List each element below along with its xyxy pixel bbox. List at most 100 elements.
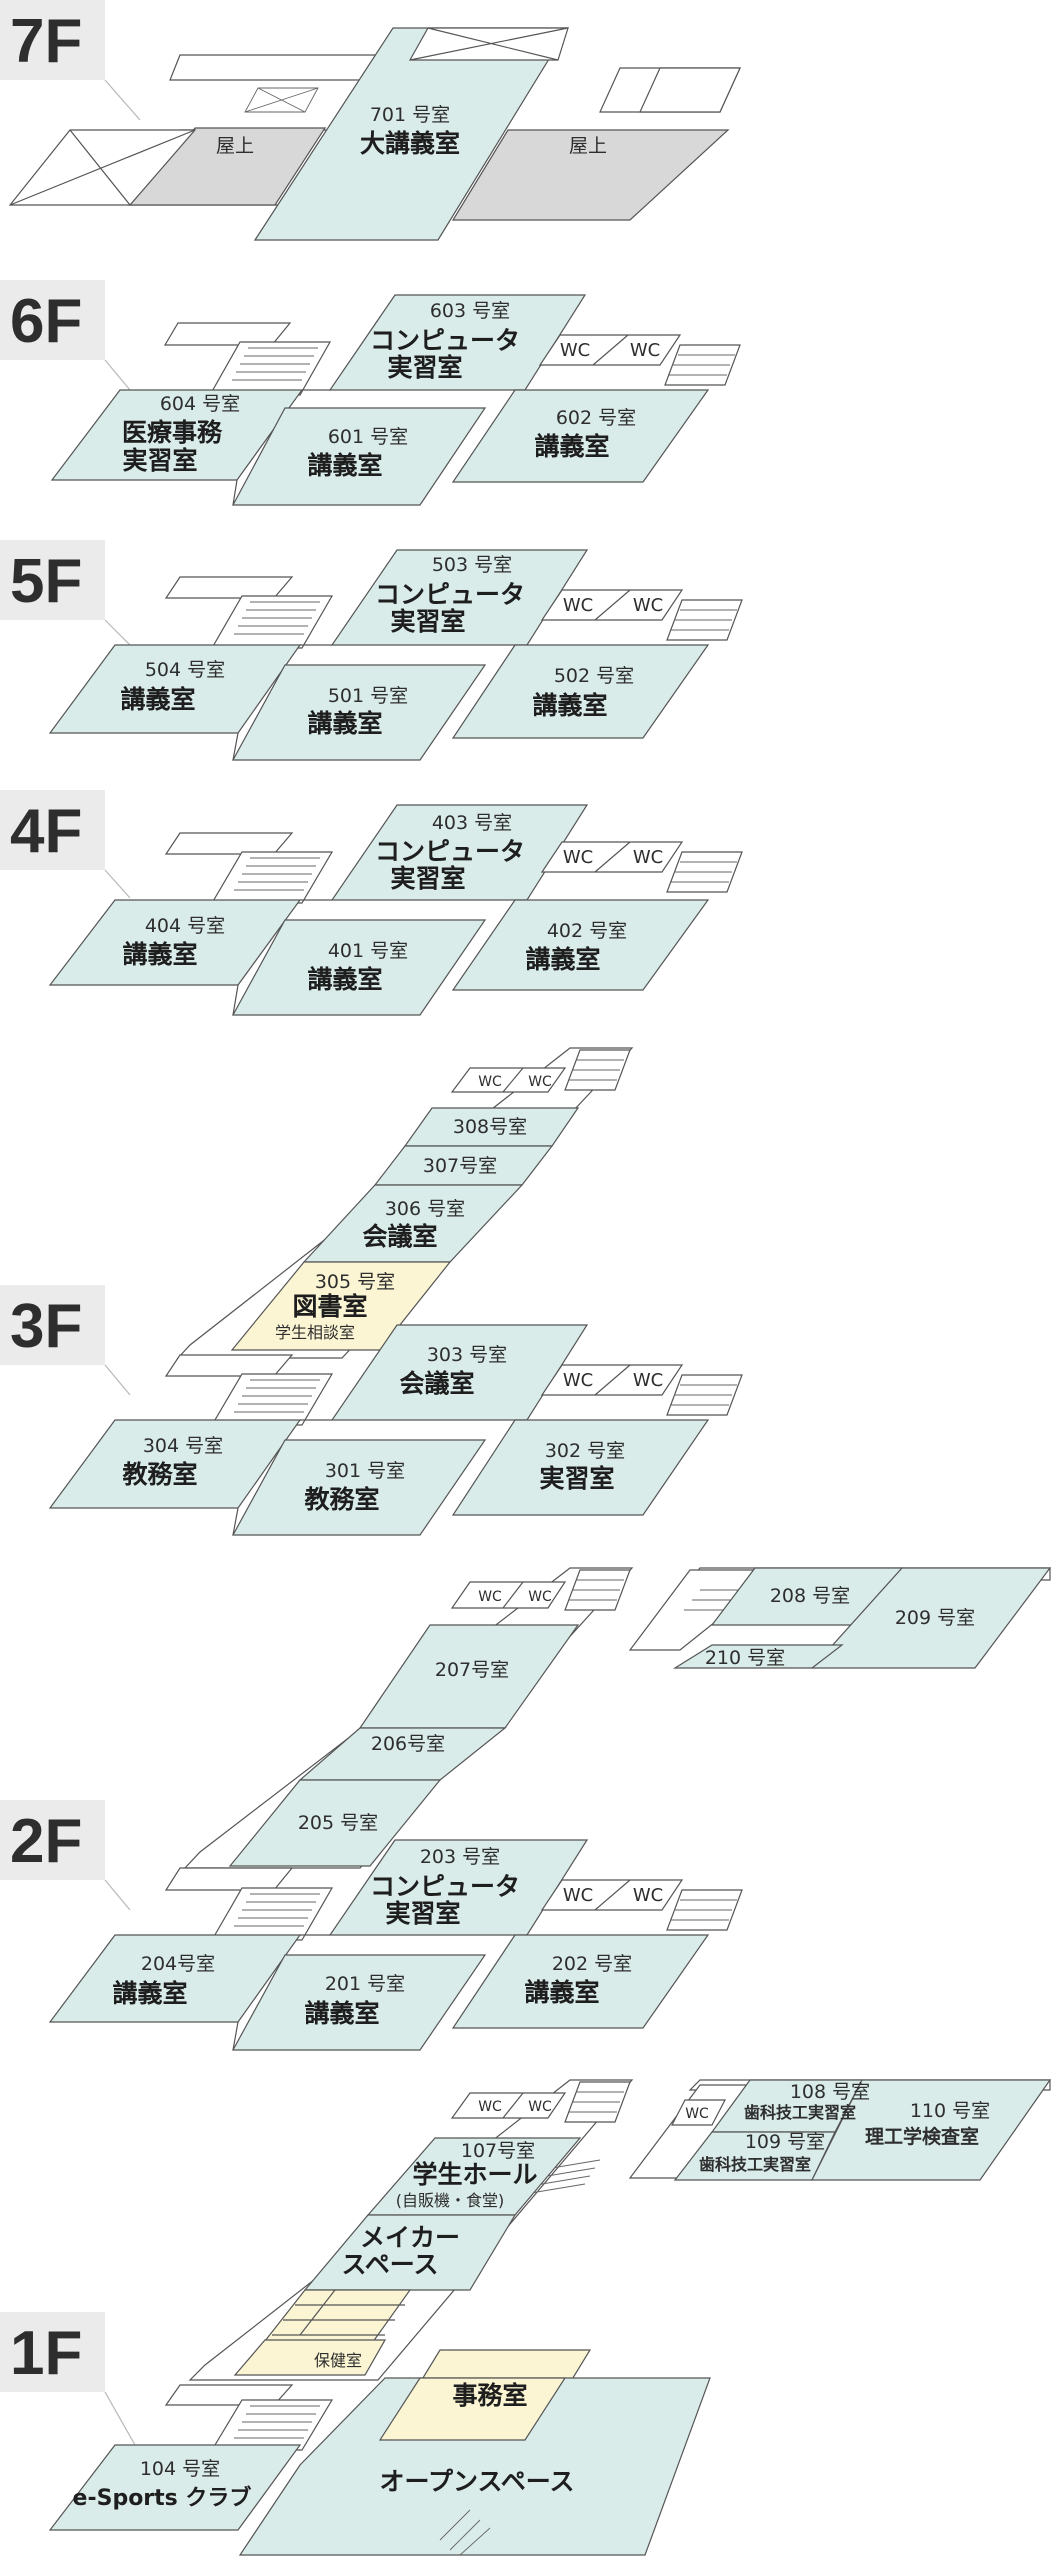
room-107-sub: (自販機・食堂) <box>396 2191 505 2210</box>
floor-label-1f: 1F <box>10 2319 82 2388</box>
room-205[interactable] <box>228 1779 442 1867</box>
stairs-3f-left-area <box>210 1373 334 1426</box>
room-210[interactable] <box>672 1644 844 1669</box>
room-502[interactable] <box>451 644 710 739</box>
floor-label-4f: 4F <box>10 797 82 866</box>
room-602[interactable] <box>451 389 710 483</box>
wc-3f-label-2: WC <box>633 1370 663 1391</box>
floor-tag-7f[interactable] <box>0 0 105 80</box>
floor-5f: 5F 503 号室 コンピュータ 実習室 WC WC 504 号室 講義室 50… <box>0 540 743 761</box>
room-401[interactable] <box>231 919 487 1016</box>
wc-1f-top-label-2: WC <box>528 2099 552 2115</box>
floor-4f: 4F 403 号室 コンピュータ 実習室 WC WC 404 号室 講義室 40… <box>0 790 743 1016</box>
room-201-number: 201 号室 <box>325 1973 405 1995</box>
room-104[interactable] <box>48 2444 302 2531</box>
room-301-number: 301 号室 <box>325 1460 405 1482</box>
room-206-number: 206号室 <box>371 1733 445 1755</box>
room-108-name: 歯科技工実習室 <box>744 2103 856 2122</box>
room-403-name-1: コンピュータ <box>375 837 525 866</box>
room-208-number: 208 号室 <box>770 1585 850 1607</box>
wc-2f-top-label-2: WC <box>528 1589 552 1605</box>
stairs-1f-left-area <box>210 2399 334 2451</box>
room-305-number: 305 号室 <box>315 1271 395 1293</box>
floor-tag-4f[interactable] <box>0 790 105 870</box>
room-302[interactable] <box>451 1419 710 1516</box>
room-602-number: 602 号室 <box>556 407 636 429</box>
wc-2f-top[interactable] <box>450 1581 567 1609</box>
wc-3f-top-label-1: WC <box>478 1074 502 1090</box>
room-501[interactable] <box>231 664 487 761</box>
room-203-number: 203 号室 <box>420 1846 500 1868</box>
room-503-number: 503 号室 <box>432 554 512 576</box>
office-top[interactable] <box>378 2377 567 2441</box>
room-601-number: 601 号室 <box>328 426 408 448</box>
room-603-number: 603 号室 <box>430 300 510 322</box>
room-601[interactable] <box>231 407 487 506</box>
open-space[interactable] <box>238 2377 711 2556</box>
room-404-number: 404 号室 <box>145 915 225 937</box>
room-204-name: 講義室 <box>112 1979 187 2008</box>
room-110[interactable] <box>811 2079 1051 2181</box>
floor-tag-5f[interactable] <box>0 540 105 620</box>
wc-2f-label-2: WC <box>633 1885 663 1906</box>
maker-space[interactable] <box>303 2214 517 2291</box>
room-501-number: 501 号室 <box>328 685 408 707</box>
stairs-6f-left-area <box>208 341 332 396</box>
room-402[interactable] <box>451 899 710 991</box>
room-202[interactable] <box>451 1934 710 2029</box>
room-209[interactable] <box>810 1567 1051 1669</box>
maker-space-name-1: メイカー <box>360 2223 460 2252</box>
room-503-name-2: 実習室 <box>390 607 465 636</box>
room-108-number: 108 号室 <box>790 2081 870 2103</box>
room-204-number: 204号室 <box>141 1953 215 1975</box>
room-203-name-1: コンピュータ <box>370 1872 520 1901</box>
corridor-4f-left <box>164 832 294 855</box>
room-402-name: 講義室 <box>525 945 600 974</box>
wc-6f-label-2: WC <box>630 340 660 361</box>
wc-1f-top-label-1: WC <box>478 2099 502 2115</box>
room-403-number: 403 号室 <box>432 812 512 834</box>
floor-3f: 3F 308号室 307号室 306 号室 会議室 305 号室 図書室 学生相… <box>0 1047 743 1536</box>
room-307-number: 307号室 <box>423 1155 497 1177</box>
room-301-name: 教務室 <box>304 1485 379 1514</box>
room-603-name-1: コンピュータ <box>370 326 520 355</box>
room-302-number: 302 号室 <box>545 1440 625 1462</box>
floor-6f: 6F 603 号室 コンピュータ 実習室 WC WC 604 号室 医療事務 実… <box>0 280 741 506</box>
wc-1f-annex-label: WC <box>685 2106 709 2122</box>
room-701-name: 大講義室 <box>360 129 460 158</box>
room-503-name-1: コンピュータ <box>375 580 525 609</box>
floor-7f: 7F 701 号室 大講義室 屋上 屋上 <box>0 0 741 241</box>
floor-1f: 1F WC 108 号室 歯科技工実習室 109 号室 歯科技工実習室 110 … <box>0 2079 1051 2556</box>
floor-label-6f: 6F <box>10 287 82 356</box>
wc-4f-label-1: WC <box>563 847 593 868</box>
wc-2f-top-label-1: WC <box>478 1589 502 1605</box>
room-501-name: 講義室 <box>307 709 382 738</box>
floor-label-7f: 7F <box>10 7 82 76</box>
wc-3f-top[interactable] <box>450 1067 567 1093</box>
health-room[interactable] <box>233 2339 387 2376</box>
room-308-number: 308号室 <box>453 1116 527 1138</box>
open-space-name: オープンスペース <box>379 2467 574 2496</box>
room-209-number: 209 号室 <box>895 1607 975 1629</box>
room-301[interactable] <box>231 1439 487 1536</box>
stairs-2f-left-area <box>210 1887 334 1941</box>
room-109-name: 歯科技工実習室 <box>699 2155 811 2174</box>
room-109-number: 109 号室 <box>745 2131 825 2153</box>
floor-tag-2f[interactable] <box>0 1800 105 1880</box>
room-604-number: 604 号室 <box>160 393 240 415</box>
floor-tag-1f[interactable] <box>0 2312 105 2392</box>
room-404-name: 講義室 <box>122 940 197 969</box>
room-401-number: 401 号室 <box>328 940 408 962</box>
room-201[interactable] <box>231 1954 487 2051</box>
room-504-number: 504 号室 <box>145 659 225 681</box>
wc-1f-annex[interactable] <box>671 2099 726 2126</box>
room-603-name-2: 実習室 <box>387 353 462 382</box>
room-504-name: 講義室 <box>120 685 195 714</box>
wc-1f-top[interactable] <box>450 2092 567 2119</box>
room-110-number: 110 号室 <box>910 2100 990 2122</box>
rooftop-right-7f[interactable] <box>451 129 730 221</box>
room-306-name: 会議室 <box>362 1222 437 1251</box>
wc-2f-label-1: WC <box>563 1885 593 1906</box>
floor-tag-3f[interactable] <box>0 1285 105 1365</box>
floor-tag-6f[interactable] <box>0 280 105 360</box>
